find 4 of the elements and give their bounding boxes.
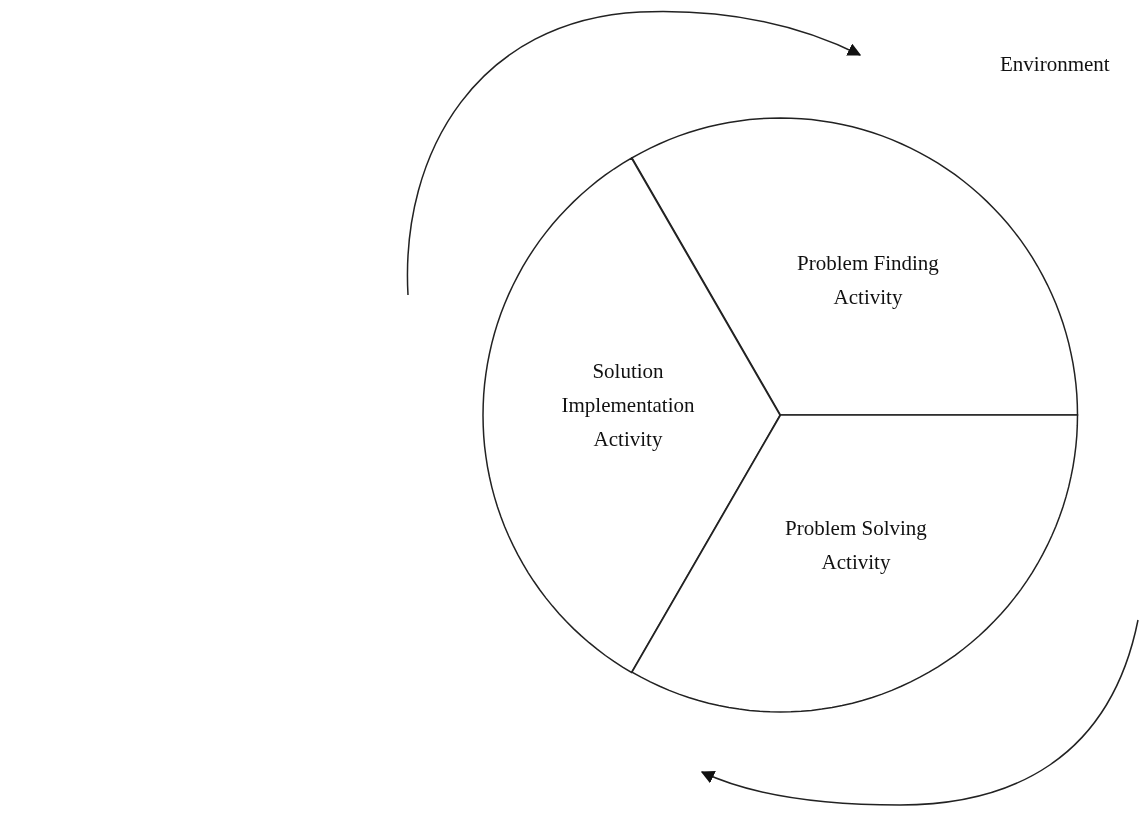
sector-label: Solution Implementation Activity [560, 358, 696, 453]
region-label: Environment [1000, 52, 1110, 77]
sector-label: Problem Finding Activity [796, 250, 940, 311]
sector-label: Problem Solving Activity [784, 515, 928, 576]
